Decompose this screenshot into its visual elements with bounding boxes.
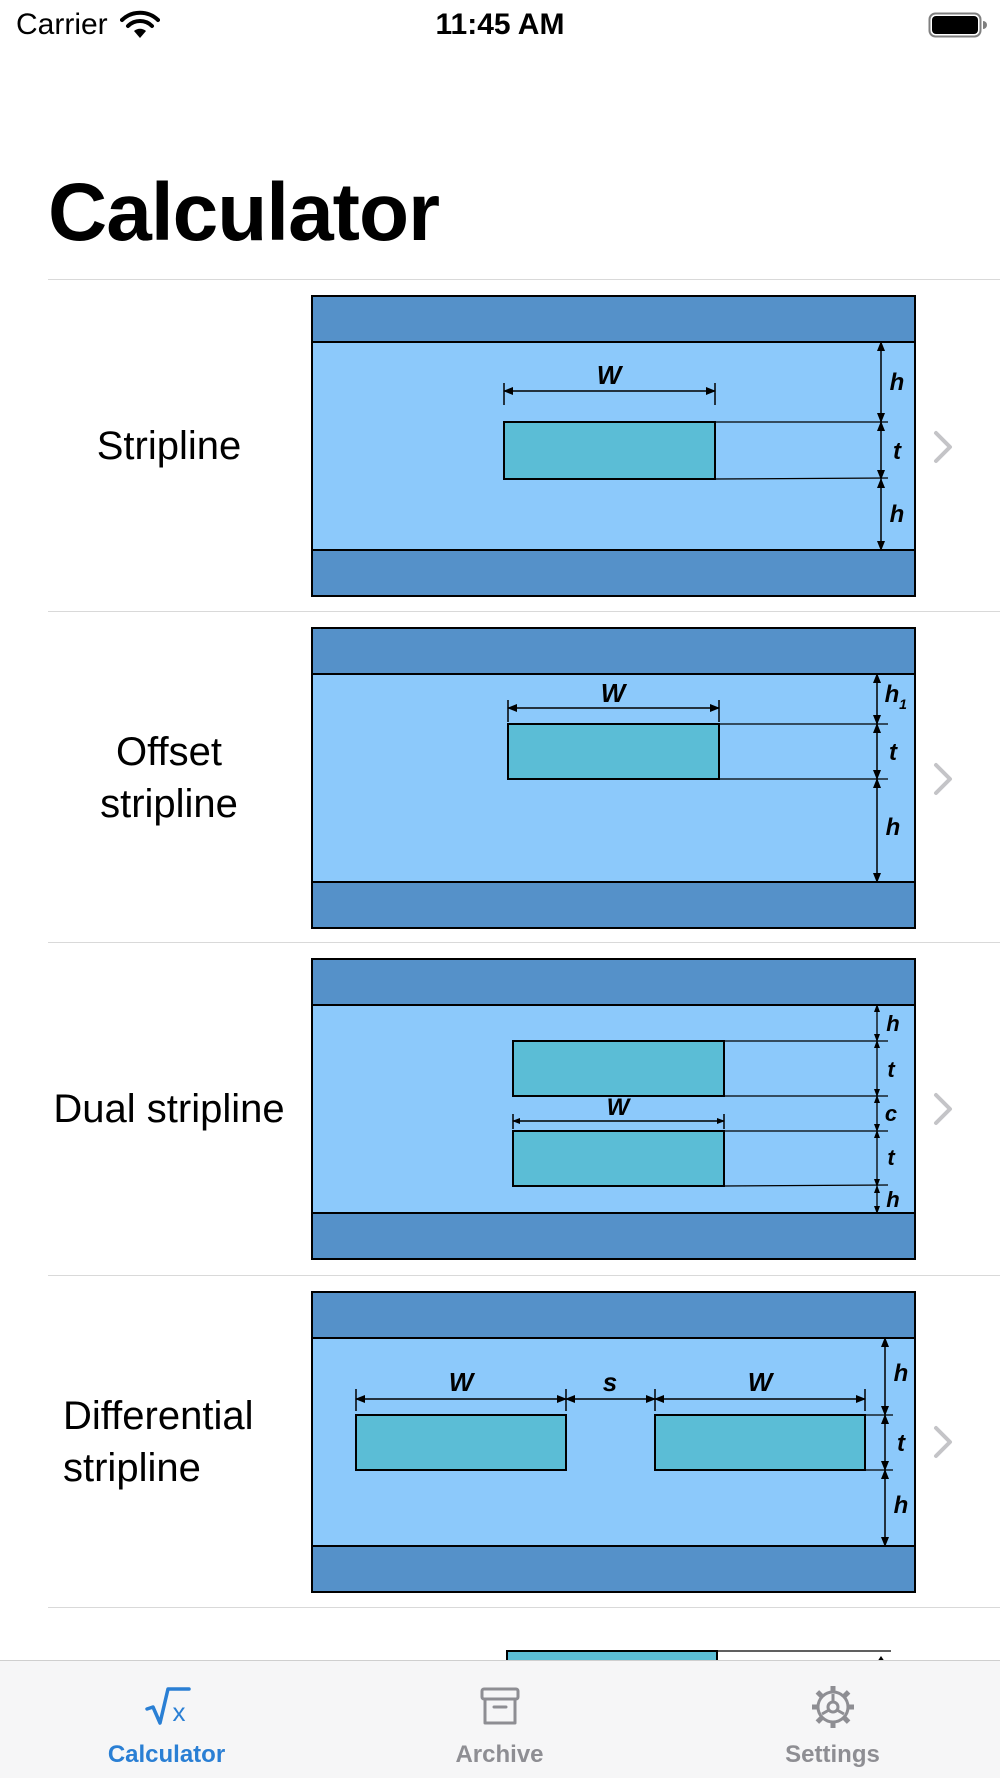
width-label: W (449, 1367, 476, 1397)
differential-stripline-diagram: W s W h t h (311, 1291, 916, 1593)
top-ground-plane (311, 958, 916, 1006)
height-label: h (894, 1492, 909, 1519)
title-divider (48, 279, 1000, 280)
right-conductor-strip (654, 1414, 866, 1471)
upper-conductor-strip (512, 1040, 725, 1097)
list-item-label: Stripline (96, 424, 242, 468)
tab-settings[interactable]: Settings (666, 1661, 999, 1778)
row-divider (48, 1275, 1000, 1276)
top-ground-plane (311, 295, 916, 343)
top-ground-plane (311, 627, 916, 675)
list-item-label: Offset stripline (100, 730, 238, 826)
list-item-offset-stripline[interactable]: Offset stripline W h 1 t h (0, 612, 1000, 943)
height-label: h (886, 1187, 899, 1212)
spacing-label: s (603, 1367, 617, 1397)
left-conductor-strip (355, 1414, 567, 1471)
height-label: h (894, 1360, 909, 1387)
width-label: W (601, 678, 628, 708)
height-1-label: h (885, 681, 900, 708)
thickness-label: t (887, 1145, 896, 1170)
status-bar: Carrier 11:45 AM (0, 0, 1000, 50)
bottom-ground-plane (311, 1212, 916, 1260)
row-divider (48, 611, 1000, 612)
list-item-label: Differential stripline (63, 1394, 254, 1490)
tab-label: Archive (455, 1741, 544, 1768)
list-item-dual-stripline[interactable]: Dual stripline W h (0, 943, 1000, 1276)
height-label: h (886, 1011, 899, 1036)
chevron-right-icon (934, 431, 952, 463)
dielectric (311, 958, 916, 1260)
chevron-right-icon (934, 1093, 952, 1125)
tab-archive[interactable]: Archive (333, 1661, 666, 1778)
bottom-ground-plane (311, 1545, 916, 1593)
dual-stripline-diagram: W h t c t h (311, 958, 916, 1260)
conductor-strip (503, 421, 716, 480)
chevron-right-icon (934, 763, 952, 795)
height-label: h (890, 501, 905, 528)
page-title: Calculator (48, 167, 440, 258)
list-item-differential-stripline[interactable]: Differential stripline W s W (0, 1276, 1000, 1608)
width-label: W (597, 360, 624, 390)
thickness-label: t (897, 1430, 906, 1457)
archive-box-icon (480, 1687, 520, 1725)
offset-stripline-diagram: W h 1 t h (311, 627, 916, 929)
width-label: W (748, 1367, 775, 1397)
thickness-label: t (887, 1057, 896, 1082)
thickness-label: t (889, 739, 898, 766)
list-item-label: Dual stripline (53, 1087, 285, 1131)
thickness-label: t (893, 438, 902, 465)
conductor-strip (507, 723, 720, 780)
separation-label: c (885, 1101, 897, 1126)
wifi-icon (120, 10, 160, 38)
square-root-icon: x (145, 1687, 191, 1727)
row-divider (48, 942, 1000, 943)
list-item-stripline[interactable]: Stripline W h t h (0, 280, 1000, 612)
tab-bar: x Calculator Archive (0, 1660, 1000, 1778)
top-ground-plane (311, 1291, 916, 1339)
status-time: 11:45 AM (435, 8, 565, 41)
svg-text:x: x (173, 1697, 186, 1727)
row-divider (48, 1607, 1000, 1608)
lower-conductor-strip (512, 1130, 725, 1187)
battery-icon (928, 12, 987, 38)
bottom-ground-plane (311, 881, 916, 929)
height-label: h (886, 814, 901, 841)
tab-label: Calculator (107, 1741, 226, 1768)
chevron-right-icon (934, 1426, 952, 1458)
gear-icon (812, 1686, 854, 1728)
tab-label: Settings (785, 1741, 880, 1768)
carrier-label: Carrier (16, 8, 108, 41)
width-label: W (607, 1094, 632, 1121)
bottom-ground-plane (311, 549, 916, 597)
tab-calculator[interactable]: x Calculator (0, 1661, 333, 1778)
height-label: h (890, 369, 905, 396)
subscript-1-label: 1 (899, 696, 907, 712)
stripline-diagram: W h t h (311, 295, 916, 597)
